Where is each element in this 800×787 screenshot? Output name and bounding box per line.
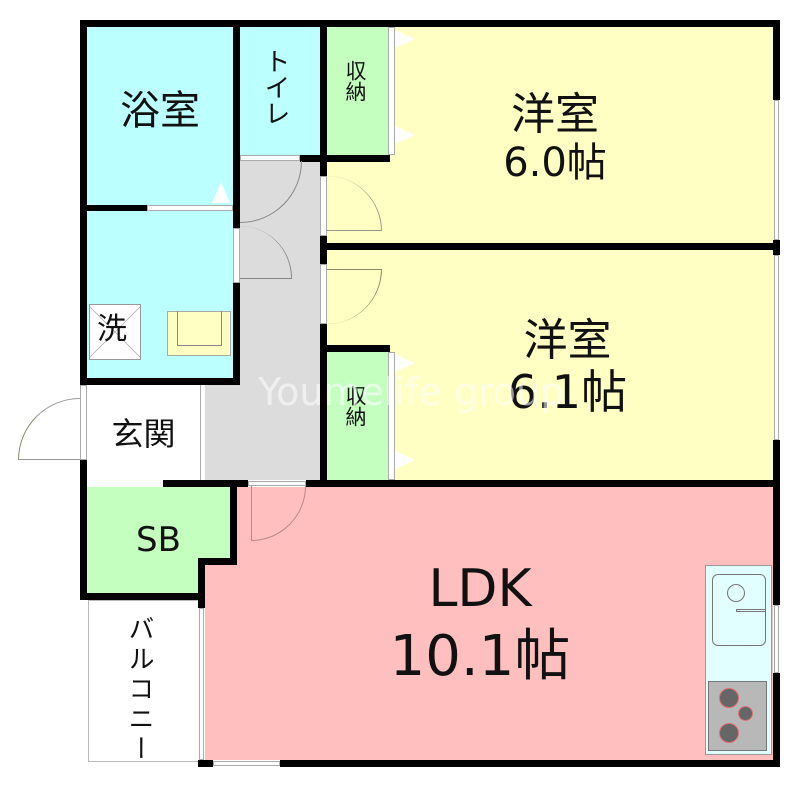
- folding-door-icon: [395, 30, 415, 48]
- storage-top-door: [388, 27, 395, 155]
- ldk-door-opening: [248, 481, 306, 486]
- wall-right-top: [773, 20, 780, 100]
- wall-washroom-corridor-b: [233, 283, 240, 385]
- faucet-icon: [736, 609, 766, 612]
- corridor-lower: [205, 385, 320, 480]
- entrance-door-opening: [80, 385, 87, 460]
- folding-door-icon: [395, 451, 415, 469]
- burner-icon: [719, 688, 739, 708]
- bath-door-opening: [147, 205, 233, 211]
- window-right-2: [774, 255, 779, 440]
- wall-sb-right: [230, 480, 237, 565]
- vanity-basin-icon: [177, 311, 222, 346]
- wall-right-lower: [773, 440, 780, 605]
- wall-ldk-left: [198, 558, 205, 608]
- entrance-label: 玄関: [111, 415, 176, 453]
- wall-room2-ldk: [306, 480, 773, 487]
- wall-right-bottom: [773, 673, 780, 767]
- window-right-kitchen: [774, 605, 779, 673]
- toilet-door-opening: [240, 155, 300, 161]
- washroom-label: 洗: [97, 312, 127, 347]
- toilet-room: [240, 27, 320, 155]
- washroom-door-opening: [233, 228, 240, 283]
- ldk-size: 10.1帖: [389, 624, 571, 689]
- storage-top-label: 収納: [343, 60, 367, 102]
- window-right-1: [774, 100, 779, 240]
- wall-toilet-storage: [320, 20, 327, 182]
- room1-door-opening: [320, 176, 327, 236]
- ldk-room-step: [205, 565, 245, 760]
- wall-corridor-room-mid: [320, 236, 327, 264]
- entrance: [87, 385, 201, 480]
- wall-bath-bottom: [87, 205, 147, 211]
- entrance-door-swing: [18, 398, 80, 460]
- wall-storage-bottom: [300, 155, 390, 162]
- wall-corridor-room2-b: [320, 324, 327, 487]
- storage-mid-door: [388, 352, 395, 480]
- washing-machine-pan: [89, 304, 141, 360]
- bath-label: 浴室: [120, 88, 200, 134]
- wall-left-entrance: [80, 460, 87, 600]
- window-bottom-ldk: [213, 761, 280, 766]
- wall-bottom-left: [198, 760, 213, 767]
- burner-icon: [738, 706, 753, 721]
- ldk-room: [237, 487, 773, 760]
- storage-mid-label: 収納: [343, 385, 367, 427]
- toilet-label: トイレ: [260, 48, 290, 126]
- folding-door-icon: [395, 126, 415, 144]
- wall-washroom-bottom: [87, 378, 240, 385]
- western-room-1: [388, 27, 773, 243]
- wall-room1-room2: [320, 243, 780, 250]
- folding-door-icon: [395, 354, 415, 372]
- wall-bath-toilet: [233, 20, 240, 160]
- balcony: [88, 600, 200, 762]
- western-room-1-name: 洋室: [511, 89, 599, 140]
- wall-sb-bottom: [80, 593, 205, 600]
- wall-bottom-right: [280, 760, 780, 767]
- bath-room: [87, 27, 233, 205]
- western-room-1-size: 6.0帖: [503, 140, 607, 186]
- storage-top: [327, 27, 388, 155]
- shoe-box-label: SB: [136, 520, 181, 560]
- wall-top: [80, 20, 780, 27]
- western-room-2-size: 6.1帖: [507, 365, 628, 419]
- wall-left-upper: [80, 20, 87, 385]
- balcony-door: [199, 608, 204, 760]
- wall-sb-step: [198, 558, 237, 565]
- drain-icon: [727, 584, 745, 602]
- wall-washroom-corridor-a: [233, 160, 240, 228]
- wall-storage-mid-top: [320, 345, 390, 352]
- western-room-2-name: 洋室: [523, 315, 612, 366]
- balcony-label: バルコニー: [124, 615, 154, 765]
- burner-icon: [719, 723, 739, 743]
- bath-vent-icon: [212, 182, 230, 203]
- room2-door-opening: [320, 264, 327, 324]
- wall-entrance-bottom: [163, 480, 248, 487]
- storage-mid: [327, 352, 388, 480]
- ldk-name: LDK: [428, 559, 532, 619]
